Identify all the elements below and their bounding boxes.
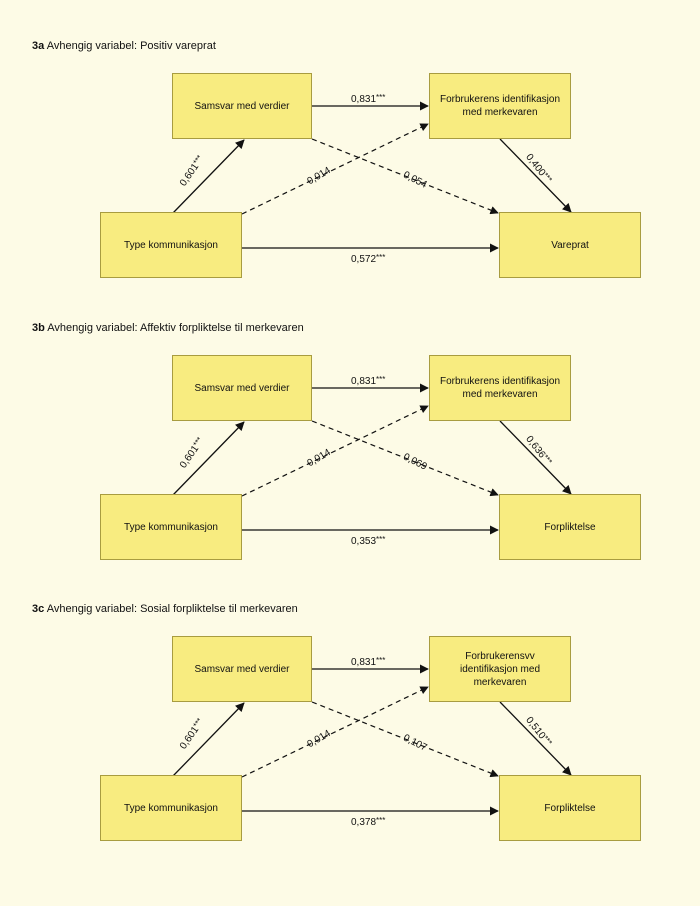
- box-values-match: Samsvar med verdier: [172, 73, 312, 139]
- arrow-communication-to-identification: [241, 686, 429, 778]
- panel-code: 3a: [32, 40, 45, 52]
- path-diagram: [172, 664, 572, 816]
- arrow-communication-to-identification: [241, 405, 429, 497]
- panel-title: 3c Avhengig variabel: Sosial forpliktels…: [32, 603, 298, 615]
- panel-code: 3c: [32, 603, 45, 615]
- panel-title-text: Avhengig variabel: Affektiv forpliktelse…: [47, 322, 304, 334]
- panel-title-text: Avhengig variabel: Positiv vareprat: [46, 40, 216, 52]
- coef-values-to-identification: 0,831***: [351, 375, 386, 387]
- arrow-communication-to-values: [172, 139, 245, 214]
- arrow-communication-to-identification: [241, 123, 429, 215]
- arrow-identification-to-outcome: [499, 420, 572, 495]
- box-identification: Forbrukerens identifikasjon med merkevar…: [429, 355, 571, 421]
- box-outcome: Vareprat: [499, 212, 641, 278]
- box-outcome: Forpliktelse: [499, 775, 641, 841]
- arrow-values-to-outcome: [311, 701, 499, 778]
- box-identification: Forbrukerensvv identifikasjon med merkev…: [429, 636, 571, 702]
- box-values-match: Samsvar med verdier: [172, 636, 312, 702]
- box-identification: Forbrukerens identifikasjon med merkevar…: [429, 73, 571, 139]
- box-communication-type: Type kommunikasjon: [100, 494, 242, 560]
- panel-title-text: Avhengig variabel: Sosial forpliktelse t…: [46, 603, 298, 615]
- panel-title: 3b Avhengig variabel: Affektiv forplikte…: [32, 322, 304, 334]
- coef-communication-to-outcome: 0,378***: [351, 816, 386, 828]
- box-communication-type: Type kommunikasjon: [100, 775, 242, 841]
- coef-values-to-identification: 0,831***: [351, 656, 386, 668]
- box-values-match: Samsvar med verdier: [172, 355, 312, 421]
- panel-title: 3a Avhengig variabel: Positiv vareprat: [32, 40, 216, 52]
- panel-3c: 3c Avhengig variabel: Sosial forpliktels…: [0, 603, 700, 883]
- coef-values-to-identification: 0,831***: [351, 93, 386, 105]
- arrow-communication-to-values: [172, 421, 245, 496]
- box-outcome: Forpliktelse: [499, 494, 641, 560]
- arrow-values-to-outcome: [311, 420, 499, 497]
- arrow-communication-to-values: [172, 702, 245, 777]
- arrow-values-to-outcome: [311, 138, 499, 215]
- arrow-identification-to-outcome: [499, 138, 572, 213]
- path-diagram: [172, 101, 572, 253]
- panel-code: 3b: [32, 322, 45, 334]
- panel-3a: 3a Avhengig variabel: Positiv vareprat S…: [0, 40, 700, 320]
- box-communication-type: Type kommunikasjon: [100, 212, 242, 278]
- path-diagram: [172, 383, 572, 535]
- panel-3b: 3b Avhengig variabel: Affektiv forplikte…: [0, 322, 700, 602]
- coef-communication-to-outcome: 0,572***: [351, 253, 386, 265]
- coef-communication-to-outcome: 0,353***: [351, 535, 386, 547]
- arrow-identification-to-outcome: [499, 701, 572, 776]
